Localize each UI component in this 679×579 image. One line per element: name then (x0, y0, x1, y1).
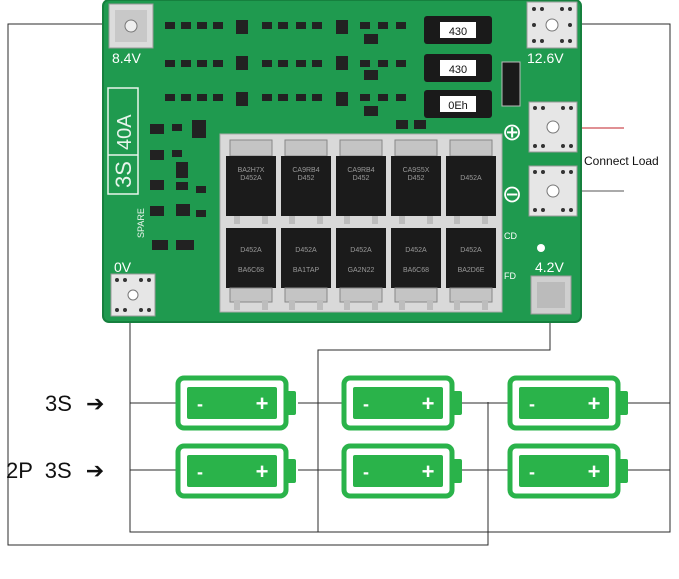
board-rating-40a: 40A (114, 114, 136, 150)
label-8v4: 8.4V (112, 50, 141, 66)
bms-board: ⊕ ⊖ 430 430 0Eh (102, 0, 582, 323)
minus-symbol: ⊖ (502, 180, 522, 208)
board-rating-label: 3S 40A (107, 87, 139, 195)
pad-0v[interactable] (110, 273, 156, 317)
mosfet-top: D452A (446, 139, 496, 216)
battery-minus: - (197, 462, 203, 482)
row-label-2p3s: 2P 3S ➔ (6, 458, 104, 484)
mosfet-bottom: D452A GA2N22 (336, 228, 386, 310)
wiring (7, 23, 671, 546)
mosfet-bottom: D452A BA6C68 (391, 228, 441, 310)
row-label-2p3s-text: 2P 3S (6, 458, 72, 483)
battery-cell: -+ (175, 375, 296, 431)
board-title-3s: 3S (111, 161, 136, 188)
mosfet-top-code: D452 (408, 175, 425, 182)
spare-label: SPARE (136, 208, 146, 238)
wire-4v2 (317, 312, 551, 402)
mosfet-bottom-code: D452A (460, 247, 482, 254)
mosfet-leg (344, 216, 350, 224)
pad-8v4[interactable] (108, 3, 154, 49)
mosfet-bottom: D452A BA2D6E (446, 228, 496, 310)
mosfet-leg (317, 216, 323, 224)
battery-minus: - (197, 394, 203, 414)
battery-cell: -+ (341, 375, 462, 431)
row-label-3s: 3S ➔ (45, 391, 104, 417)
mosfet-bottom-batch: BA2D6E (458, 267, 485, 274)
battery-minus: - (363, 394, 369, 414)
arrow-icon: ➔ (85, 458, 105, 483)
smd-components (150, 20, 426, 250)
label-12v6: 12.6V (527, 50, 564, 66)
mosfet-leg (289, 216, 295, 224)
mosfet-leg (399, 216, 405, 224)
pad-load-negative[interactable] (528, 165, 578, 217)
battery-cell: -+ (507, 443, 628, 499)
mosfet-top-code: D452 (353, 175, 370, 182)
battery-cell: -+ (175, 443, 296, 499)
pad-load-positive[interactable] (528, 101, 578, 153)
mosfet-bottom: D452A BA6C68 (226, 228, 276, 310)
mosfet-leg (372, 216, 378, 224)
label-fd: FD (504, 271, 516, 281)
label-cd: CD (504, 231, 517, 241)
battery-minus: - (529, 394, 535, 414)
mosfet-block: D452ABA2H7XD452ABA6C68D452CA9RB4D452ABA1… (219, 133, 503, 313)
mosfet-top-batch: CA9S5X (403, 167, 430, 174)
wire-12v6 (317, 23, 671, 533)
mosfet-bottom-batch: BA6C68 (238, 267, 264, 274)
mosfet-leg (427, 216, 433, 224)
mosfet-top-batch: BA2H7X (238, 167, 265, 174)
battery-minus: - (529, 462, 535, 482)
mosfet-bottom-batch: BA6C68 (403, 267, 429, 274)
battery-cell: -+ (341, 443, 462, 499)
mosfet-top-code: D452A (240, 175, 262, 182)
mosfet-bottom-batch: BA1TAP (293, 267, 320, 274)
mosfet-bottom-code: D452A (295, 247, 317, 254)
diode (501, 61, 521, 107)
led-cd (537, 244, 545, 252)
wire-8v4 (7, 23, 489, 546)
resistor-label-3: 0Eh (448, 100, 468, 112)
label-0v: 0V (114, 259, 132, 275)
battery-minus: - (363, 462, 369, 482)
mosfet-leg (454, 216, 460, 224)
mosfet-bottom-code: D452A (240, 247, 262, 254)
battery-array: -+-+-+-+-+-+ (175, 375, 628, 499)
mosfet-top-batch: CA9RB4 (347, 167, 374, 174)
mosfet-top-code: D452 (298, 175, 315, 182)
battery-cell: -+ (507, 375, 628, 431)
wire-0v-b (129, 403, 318, 533)
pad-4v2[interactable] (530, 275, 572, 315)
mosfet-bottom-code: D452A (405, 247, 427, 254)
resistor-label-1: 430 (449, 26, 467, 38)
battery-plus: + (256, 459, 269, 484)
battery-plus: + (422, 459, 435, 484)
mosfet-top-code: D452A (460, 175, 482, 182)
battery-plus: + (256, 391, 269, 416)
pad-12v6[interactable] (526, 1, 578, 49)
row-label-3s-text: 3S (45, 391, 72, 416)
mosfet-bottom-code: D452A (350, 247, 372, 254)
power-resistors: 430 430 0Eh (424, 16, 492, 118)
mosfet-bottom: D452A BA1TAP (281, 228, 331, 310)
mosfet-top-batch: CA9RB4 (292, 167, 319, 174)
mosfet-bottom-batch: GA2N22 (348, 267, 375, 274)
plus-symbol: ⊕ (502, 118, 522, 146)
mosfet-leg (262, 216, 268, 224)
mosfet-leg (482, 216, 488, 224)
arrow-icon: ➔ (86, 391, 105, 416)
connect-load-label: Connect Load (584, 154, 659, 168)
mosfet-leg (234, 216, 240, 224)
resistor-label-2: 430 (449, 64, 467, 76)
battery-plus: + (422, 391, 435, 416)
battery-plus: + (588, 391, 601, 416)
battery-plus: + (588, 459, 601, 484)
label-4v2: 4.2V (535, 259, 564, 275)
